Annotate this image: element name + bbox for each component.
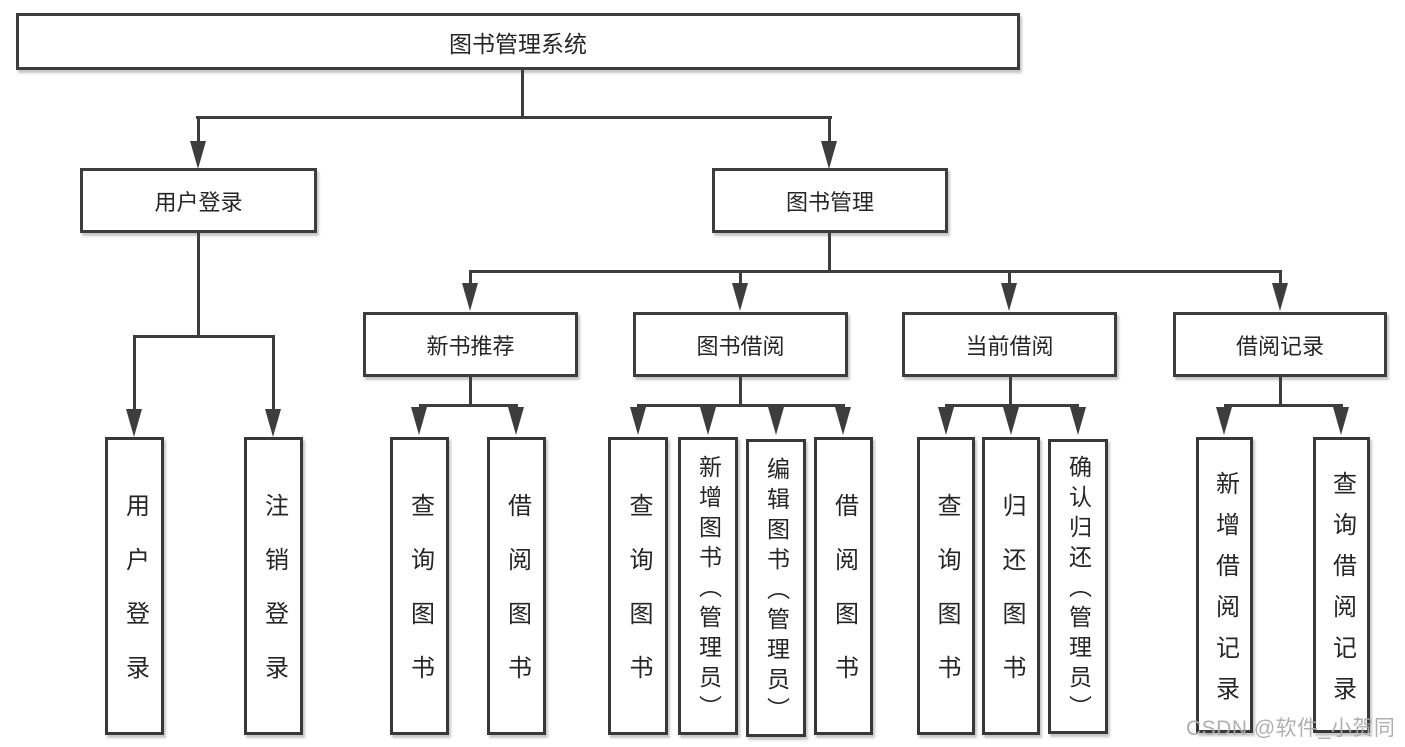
arrow-down-icon <box>462 283 478 311</box>
connector-new-book-trunk <box>469 377 472 406</box>
leaf-query-books-borrow-label: 查询图书 <box>625 493 652 709</box>
connector-stem-leaf-user-login <box>133 337 136 409</box>
arrow-down-icon <box>1216 407 1232 435</box>
arrow-down-icon <box>732 283 748 311</box>
connector-current-borrow-crossbar <box>945 404 1079 407</box>
node-borrow-records: 借阅记录 <box>1173 312 1387 377</box>
connector-new-book-crossbar <box>419 404 518 407</box>
connector-user-login-crossbar <box>133 335 275 338</box>
node-new-book-recommend: 新书推荐 <box>363 312 578 377</box>
connector-user-login-trunk <box>197 231 200 337</box>
connector-book-management-crossbar <box>469 270 1282 273</box>
leaf-add-book-admin: 新增图书（管理员） <box>678 437 738 735</box>
leaf-borrow-books: 借阅图书 <box>814 437 873 735</box>
node-book-borrow-label: 图书借阅 <box>696 333 785 359</box>
leaf-confirm-return-admin: 确认归还（管理员） <box>1048 439 1108 734</box>
connector-book-management-trunk <box>828 231 831 272</box>
leaf-query-books-recommend: 查询图书 <box>390 437 449 735</box>
leaf-edit-book-admin: 编辑图书（管理员） <box>746 439 806 737</box>
node-new-book-recommend-label: 新书推荐 <box>426 333 515 359</box>
node-book-borrow: 图书借阅 <box>633 312 848 377</box>
leaf-query-borrow-record-label: 查询借阅记录 <box>1328 470 1356 717</box>
connector-borrow-records-trunk <box>1279 377 1282 406</box>
arrow-down-icon <box>1001 283 1017 311</box>
arrow-down-icon <box>1333 407 1349 435</box>
leaf-add-borrow-record-label: 新增借阅记录 <box>1211 470 1239 717</box>
node-user-login: 用户登录 <box>80 168 317 233</box>
arrow-down-icon <box>265 409 281 437</box>
connector-stem-book-management <box>828 118 831 144</box>
arrow-down-icon <box>700 407 716 435</box>
node-library-system: 图书管理系统 <box>16 13 1020 70</box>
arrow-down-icon <box>768 407 784 435</box>
connector-borrow-records-crossbar <box>1224 404 1343 407</box>
connector-book-borrow-crossbar <box>637 404 845 407</box>
leaf-query-borrow-record: 查询借阅记录 <box>1313 437 1370 733</box>
arrow-down-icon <box>630 407 646 435</box>
arrow-down-icon <box>126 409 142 437</box>
node-current-borrow: 当前借阅 <box>902 312 1117 377</box>
connector-root-crossbar <box>196 116 832 119</box>
leaf-user-login-label: 用户登录 <box>121 493 149 709</box>
node-borrow-records-label: 借阅记录 <box>1235 333 1324 359</box>
connector-root-trunk <box>521 70 524 118</box>
leaf-add-borrow-record: 新增借阅记录 <box>1196 437 1253 733</box>
arrow-down-icon <box>835 407 851 435</box>
node-user-login-label: 用户登录 <box>154 189 243 215</box>
arrow-down-icon <box>1070 407 1086 435</box>
connector-current-borrow-trunk <box>1009 377 1012 406</box>
arrow-down-icon <box>190 141 206 169</box>
leaf-edit-book-admin-label: 编辑图书（管理员） <box>763 456 790 727</box>
leaf-query-books-recommend-label: 查询图书 <box>406 493 434 709</box>
leaf-logout-label: 注销登录 <box>260 493 288 709</box>
leaf-logout: 注销登录 <box>244 437 303 735</box>
leaf-confirm-return-admin-label: 确认归还（管理员） <box>1065 455 1092 725</box>
arrow-down-icon <box>938 407 954 435</box>
connector-stem-book-borrow <box>739 272 742 285</box>
connector-book-borrow-trunk <box>739 377 742 406</box>
connector-stem-current-borrow <box>1008 272 1011 285</box>
arrow-down-icon <box>411 407 427 435</box>
node-library-system-label: 图书管理系统 <box>449 30 587 57</box>
node-book-management: 图书管理 <box>712 168 948 233</box>
leaf-query-books-current-label: 查询图书 <box>933 493 960 709</box>
leaf-query-books-current: 查询图书 <box>917 437 975 735</box>
arrow-down-icon <box>821 141 837 169</box>
leaf-return-book-label: 归还图书 <box>998 493 1025 709</box>
node-book-management-label: 图书管理 <box>785 189 874 215</box>
arrow-down-icon <box>508 407 524 435</box>
connector-stem-leaf-logout <box>272 337 275 409</box>
leaf-borrow-books-label: 借阅图书 <box>830 493 858 709</box>
leaf-return-book: 归还图书 <box>982 437 1040 735</box>
arrow-down-icon <box>1003 407 1019 435</box>
leaf-query-books-borrow: 查询图书 <box>608 437 668 735</box>
connector-stem-user-login <box>197 118 200 144</box>
arrow-down-icon <box>1272 283 1288 311</box>
csdn-watermark: CSDN @软件_小贺同学 <box>1186 717 1396 740</box>
leaf-borrow-books-recommend-label: 借阅图书 <box>503 493 531 709</box>
leaf-add-book-admin-label: 新增图书（管理员） <box>695 454 722 725</box>
leaf-borrow-books-recommend: 借阅图书 <box>487 437 546 735</box>
leaf-user-login: 用户登录 <box>105 437 164 735</box>
node-current-borrow-label: 当前借阅 <box>965 333 1054 359</box>
connector-stem-new-book <box>469 272 472 285</box>
connector-stem-borrow-records <box>1279 272 1282 285</box>
